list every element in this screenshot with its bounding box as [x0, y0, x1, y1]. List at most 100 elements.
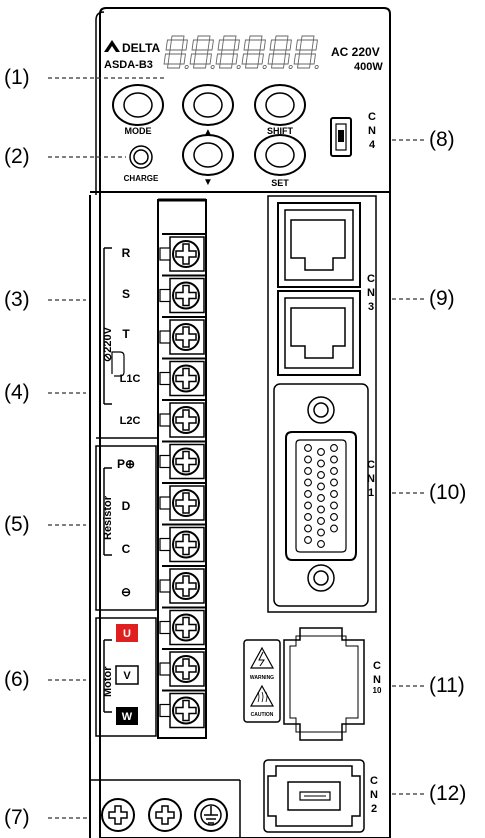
callout-12: (12) [429, 782, 467, 805]
shift-button[interactable] [254, 84, 306, 126]
set-button-inner [265, 142, 295, 168]
terminal-w-badge [116, 707, 138, 725]
callout-8: (8) [429, 128, 455, 151]
dsub-pin [317, 448, 325, 456]
terminal-screw[interactable] [159, 274, 206, 314]
mode-button-inner [123, 92, 153, 118]
callout-11: (11) [429, 674, 465, 697]
cn3-port-upper[interactable] [277, 202, 361, 288]
cn3-port-lower[interactable] [277, 290, 361, 376]
motor-bracket [103, 639, 112, 713]
cn3-label-n: N [367, 287, 375, 299]
cn4-label-c: C [368, 111, 376, 123]
power-terminal-bracket [103, 247, 112, 405]
terminal-screw[interactable] [159, 689, 206, 729]
down-button[interactable] [182, 134, 234, 176]
terminal-screw[interactable] [159, 316, 206, 355]
display-digit [293, 35, 319, 70]
charge-led-inner [133, 149, 149, 165]
dsub-pin [330, 444, 338, 452]
callout-3: (3) [4, 288, 30, 311]
mode-label: MODE [125, 126, 152, 136]
terminal-l2c-label: L2C [120, 415, 141, 427]
terminal-u-badge [116, 624, 138, 642]
right-connector-panel [267, 195, 377, 613]
terminal-screw[interactable] [159, 482, 206, 521]
cn4-label-n: N [368, 125, 376, 137]
callout-4: (4) [4, 381, 30, 404]
dsub-pin [317, 528, 325, 537]
mode-button[interactable] [112, 84, 164, 126]
dsub-pin [304, 536, 312, 544]
dsub-pin [317, 482, 325, 491]
callout-6: (6) [4, 668, 30, 691]
cn10-connector[interactable] [283, 627, 365, 741]
dsub-pin [330, 524, 338, 533]
cn10-label-c: C [373, 660, 381, 672]
model-label: ASDA-B3 [104, 59, 153, 71]
power-jumper [111, 351, 125, 377]
terminal-screw[interactable] [159, 440, 206, 480]
dsub-pin [317, 459, 325, 468]
motor-section-box [95, 617, 157, 737]
charge-label: CHARGE [124, 174, 159, 183]
dsub-pin [304, 478, 312, 487]
terminal-screw[interactable] [159, 606, 206, 646]
display-digit [267, 35, 293, 70]
cn4-label-num: 4 [369, 139, 376, 151]
logo-text: DELTA [122, 41, 161, 55]
callout-leaders [48, 77, 426, 819]
down-arrow-icon: ▼ [203, 177, 213, 188]
terminal-screw[interactable] [159, 399, 206, 438]
terminal-s-label: S [122, 287, 130, 301]
display-digit [189, 35, 215, 70]
dsub-pin [304, 513, 312, 521]
cn1-label-n: N [367, 473, 375, 485]
dsub-pin [330, 455, 338, 464]
callout-10: (10) [429, 481, 467, 504]
dsub-pin [304, 444, 312, 452]
down-button-inner [193, 142, 223, 168]
terminal-w-label: W [122, 711, 133, 723]
terminal-r-label: R [122, 246, 131, 260]
charge-led [129, 145, 153, 169]
callout-9: (9) [429, 287, 455, 310]
callout-1: (1) [4, 66, 30, 89]
terminal-screw[interactable] [159, 565, 206, 604]
dsub-pin [304, 501, 312, 510]
terminal-screw[interactable] [159, 357, 206, 397]
cn2-connector[interactable] [263, 759, 365, 833]
set-button[interactable] [254, 134, 306, 176]
terminal-l1c-label: L1C [120, 373, 141, 385]
ground-screw-2[interactable] [148, 798, 182, 832]
ground-screw-1[interactable] [101, 798, 135, 832]
dsub-pin [304, 467, 312, 475]
cn4-usb-port[interactable] [330, 117, 352, 157]
callout-5: (5) [4, 513, 30, 536]
cn1-label-c: C [367, 459, 375, 471]
cn10-label-n: N [373, 674, 381, 686]
dsub-pin [317, 471, 325, 479]
cn1-dsub-connector[interactable] [273, 383, 369, 607]
electric-shock-icon [249, 646, 275, 669]
ground-terminal-icon [194, 798, 228, 832]
dsub-pin [330, 490, 338, 498]
resistor-bracket [103, 467, 112, 556]
power-rating-ac: AC 220V [331, 45, 380, 59]
motor-group-label: Motor [102, 666, 114, 697]
resistor-section-box [95, 445, 157, 611]
terminal-v-label: V [123, 670, 131, 682]
warning-label: WARNING [250, 675, 274, 681]
terminal-d-label: D [122, 499, 131, 513]
terminal-screw[interactable] [159, 523, 206, 563]
cn2-label-n: N [370, 789, 378, 801]
up-button[interactable] [182, 84, 234, 126]
cn2-label-c: C [370, 775, 378, 787]
terminal-screw[interactable] [159, 648, 206, 687]
dsub-pin [317, 505, 325, 514]
cn10-label-num: 10 [373, 686, 382, 695]
terminal-p-label: P⊕ [117, 457, 135, 471]
display-digit [215, 35, 241, 70]
up-arrow-icon: ▲ [203, 127, 213, 138]
terminal-screw[interactable] [159, 233, 206, 272]
